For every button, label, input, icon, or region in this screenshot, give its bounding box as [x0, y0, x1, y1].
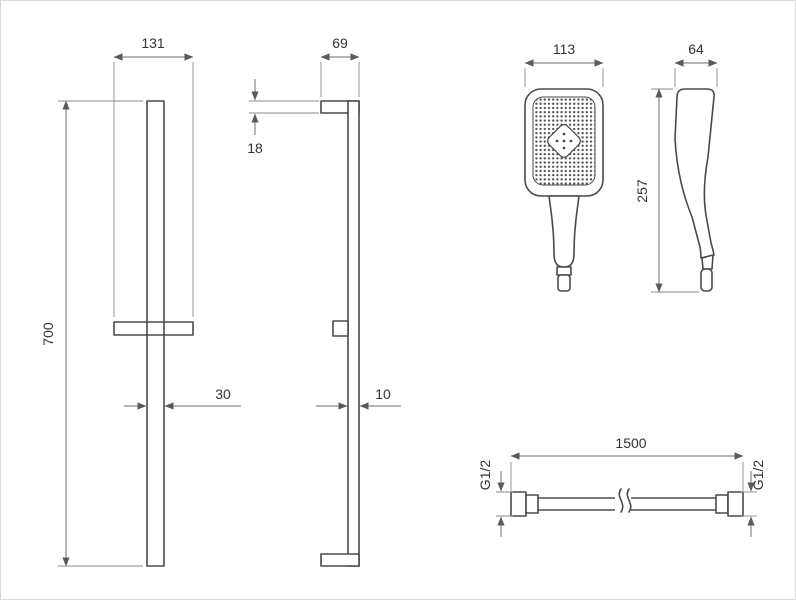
- dim-head-depth: 64: [674, 41, 718, 87]
- dim-hose-thread-left: G1/2: [477, 460, 513, 537]
- shower-head-center-nozzles: [555, 132, 573, 150]
- dim-label-bar-width: 30: [215, 386, 231, 402]
- hose-left-nut: [510, 491, 527, 517]
- shower-handle-front: [548, 195, 580, 268]
- dim-label-holder-width: 131: [141, 35, 165, 51]
- view-handshower-front: 113: [524, 41, 604, 292]
- dim-label-bracket-thickness: 18: [247, 140, 263, 156]
- rail-slider-holder-side: [332, 320, 349, 337]
- dim-label-shower-height: 257: [634, 179, 650, 203]
- dim-hose-thread-right: G1/2: [741, 460, 766, 537]
- dim-hose-length: 1500: [510, 435, 744, 491]
- view-rail-front: 131 700 30: [40, 35, 241, 567]
- dim-bar-width: 30: [124, 386, 241, 410]
- hose-right-ferrule: [715, 494, 729, 514]
- hose-break-line: [626, 488, 632, 513]
- rail-bottom-bracket-side: [320, 553, 360, 567]
- shower-handle-inlet-nut: [557, 274, 571, 292]
- dim-label-bar-depth: 10: [375, 386, 391, 402]
- dim-bar-depth: 10: [316, 386, 401, 410]
- rail-bar-side: [347, 100, 360, 567]
- hose-right-nut: [727, 491, 744, 517]
- dim-bracket-thickness: 18: [247, 79, 319, 156]
- dim-holder-width: 131: [113, 35, 194, 317]
- rail-slider-holder-front: [113, 321, 194, 336]
- view-rail-side: 69 18 10: [247, 35, 401, 567]
- hose-left-ferrule: [525, 494, 539, 514]
- dim-label-head-width: 113: [553, 41, 576, 57]
- view-hose: 1500 G1/2 G1/2: [477, 435, 766, 537]
- dim-rail-height: 700: [40, 100, 143, 567]
- dim-label-head-depth: 64: [688, 41, 704, 57]
- dim-label-thread-right: G1/2: [750, 460, 766, 491]
- dim-label-thread-left: G1/2: [477, 460, 493, 491]
- view-handshower-side: 64 257: [634, 41, 718, 293]
- shower-handle-connector: [556, 266, 572, 276]
- shower-side-connector: [701, 254, 714, 270]
- dim-shower-height: 257: [634, 88, 699, 293]
- shower-side-inlet-nut: [700, 268, 713, 292]
- dim-rail-depth: 69: [320, 35, 360, 97]
- dim-label-hose-length: 1500: [615, 435, 646, 451]
- dim-label-rail-height: 700: [40, 322, 56, 346]
- dim-head-width: 113: [524, 41, 604, 87]
- dim-label-rail-depth: 69: [332, 35, 348, 51]
- shower-side-profile: [674, 88, 715, 259]
- hose-break-line: [618, 488, 624, 513]
